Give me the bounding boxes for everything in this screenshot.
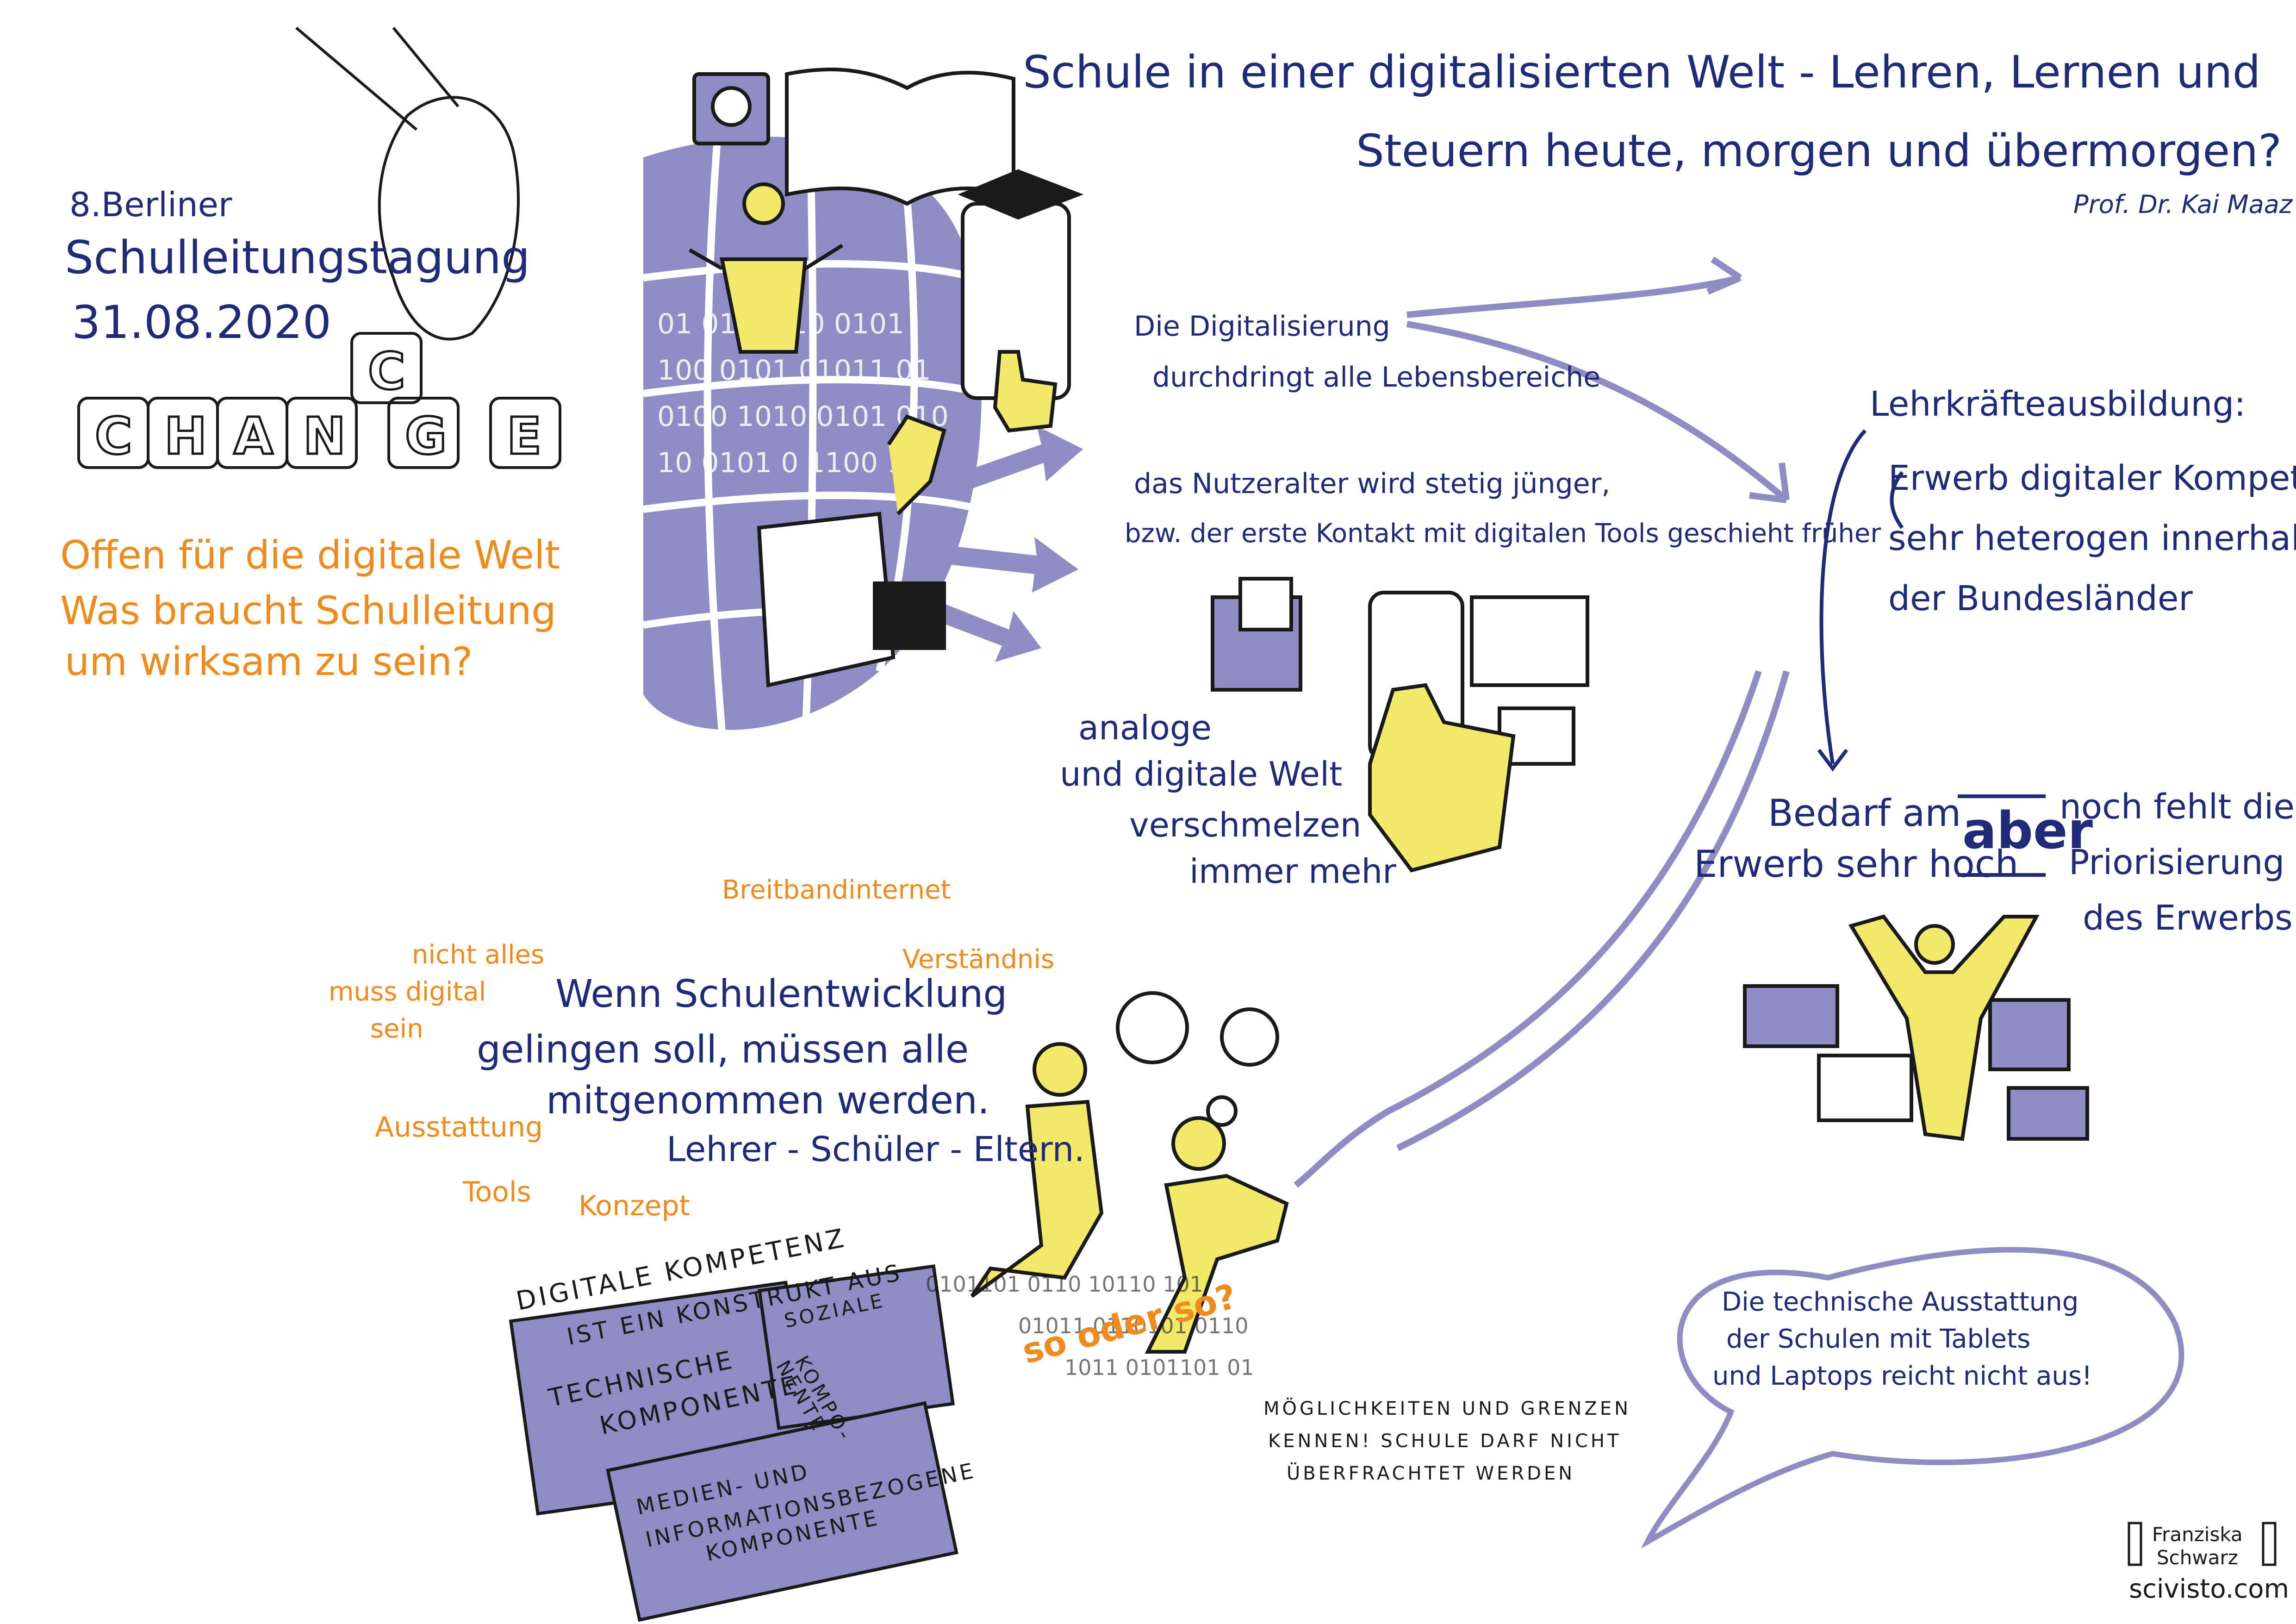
speaker-name: Prof. Dr. Kai Maaz: [2073, 190, 2293, 219]
page-title-line1: Schule in einer digitalisierten Welt - L…: [1023, 46, 2261, 98]
cube-letter-a: A: [234, 406, 273, 466]
training-heading: Lehrkräfteausbildung:: [1870, 384, 2246, 424]
cube-letter-c2: C: [368, 342, 405, 401]
keyword-nicht-line2: muss digital: [329, 977, 486, 1007]
limits-line1: Möglichkeiten und Grenzen: [1263, 1398, 1631, 1419]
demand-line1: Bedarf am: [1768, 792, 1961, 835]
merge-line3: verschmelzen: [1129, 806, 1362, 844]
book-chip-illustration: [757, 414, 946, 687]
cube-letter-g: G: [405, 406, 447, 466]
svg-text:100 0101 01011 01: 100 0101 01011 01: [657, 354, 931, 387]
event-line1: 8.Berliner: [69, 185, 232, 224]
digital-line1: Die Digitalisierung: [1134, 310, 1390, 343]
training-arrow: [1819, 429, 1867, 764]
svg-text:01011 0110101 0110: 01011 0110101 0110: [1018, 1313, 1249, 1338]
change-word-cubes: C H A N C G E: [94, 341, 543, 467]
training-line1: Erwerb digitaler Kompetenzen: [1888, 458, 2296, 498]
training-line2: sehr heterogen innerhalb: [1888, 518, 2296, 558]
digital-line2: durchdringt alle Lebensbereiche: [1152, 361, 1601, 394]
binary-path: 0101101 0110 10110 101: [926, 1272, 1203, 1297]
question-line2: Was braucht Schulleitung: [60, 588, 556, 633]
analog-digital-illustration: [1211, 577, 1589, 873]
question-line1: Offen für die digitale Welt: [60, 532, 560, 578]
limits-line3: überfrachtet werden: [1287, 1463, 1575, 1484]
aber-lines: [1958, 794, 2046, 877]
development-line2: gelingen soll, müssen alle: [477, 1028, 969, 1072]
svg-text:10 0101 0 1100 11: 10 0101 0 1100 11: [657, 447, 922, 479]
development-line4: Lehrer - Schüler - Eltern.: [666, 1130, 1085, 1169]
development-line3: mitgenommen werden.: [546, 1079, 990, 1123]
keyword-tools: Tools: [463, 1176, 531, 1208]
demand-right2: Priorisierung: [2069, 843, 2285, 882]
cube-letter-n: N: [303, 406, 346, 466]
training-line3: der Bundesländer: [1888, 579, 2193, 618]
keyword-ausstattung: Ausstattung: [375, 1111, 543, 1143]
keyword-konzept: Konzept: [579, 1190, 691, 1222]
keyword-breitband: Breitbandinternet: [722, 875, 951, 905]
cube-letter-c1: C: [95, 406, 132, 466]
flow-arrows: [1294, 256, 1790, 1188]
credit-name2: Schwarz: [2157, 1546, 2238, 1569]
event-title: Schulleitungstagung: [65, 231, 530, 284]
limits-line2: kennen! Schule darf nicht: [1268, 1430, 1622, 1452]
robot-hand-illustration: [77, 26, 561, 469]
bubble-line3: und Laptops reicht nicht aus!: [1712, 1361, 2092, 1391]
page-title-line2: Steuern heute, morgen und übermorgen?: [1356, 125, 2282, 177]
bubble-line2: der Schulen mit Tablets: [1726, 1324, 2031, 1354]
pencil-icons: [2128, 1522, 2277, 1566]
development-line1: Wenn Schulentwicklung: [555, 972, 1008, 1016]
event-date: 31.08.2020: [72, 296, 332, 349]
keyword-verstaendnis: Verständnis: [902, 944, 1055, 974]
merge-line2: und digitale Welt: [1060, 755, 1343, 793]
success-figure-illustration: [1743, 914, 2089, 1141]
keyword-nicht-line1: nicht alles: [412, 940, 545, 970]
question-line3: um wirksam zu sein?: [65, 639, 473, 684]
tablet-icon: [958, 169, 1084, 433]
demand-line2: Erwerb sehr hoch: [1694, 843, 2019, 886]
merge-line1: analoge: [1078, 708, 1212, 747]
competence-boxes: [509, 1264, 958, 1622]
merge-line4: immer mehr: [1189, 852, 1396, 891]
digital-line3: das Nutzeralter wird stetig jünger,: [1134, 468, 1611, 500]
cube-letter-h: H: [164, 406, 207, 466]
globe-arrows: [935, 426, 1083, 662]
virus-icons: [1116, 991, 1279, 1127]
cube-letter-e: E: [507, 406, 541, 466]
demand-right1: noch fehlt die: [2060, 787, 2295, 827]
speech-bubble: [1641, 1247, 2184, 1549]
credit-name1: Franziska: [2152, 1523, 2243, 1546]
digital-line4: bzw. der erste Kontakt mit digitalen Too…: [1125, 518, 1881, 549]
svg-text:1011 0101101 01: 1011 0101101 01: [1064, 1355, 1254, 1380]
credit-site: scivisto.com: [2129, 1574, 2290, 1604]
demand-aber: aber: [1962, 801, 2093, 860]
two-figures-illustration: [970, 1042, 1289, 1354]
keyword-nicht-line3: sein: [370, 1014, 423, 1044]
teacher-figure: [689, 182, 844, 354]
bubble-line1: Die technische Ausstattung: [1722, 1287, 2079, 1317]
demand-right3: des Erwerbs: [2083, 898, 2293, 938]
